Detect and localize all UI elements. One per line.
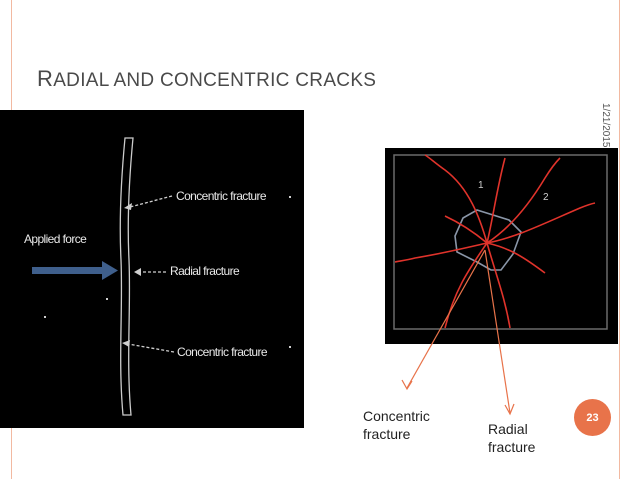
radial-crack: [424, 154, 488, 244]
applied-force-label: Applied force: [24, 232, 87, 246]
radial-caption-line1: Radial: [488, 421, 528, 437]
slide-date: 1/21/2015: [600, 103, 611, 148]
pointer-concentric-top-head: [124, 203, 132, 210]
speck: [106, 298, 108, 300]
radial-caption-line2: fracture: [488, 439, 536, 455]
concentric-caption-line2: fracture: [363, 426, 411, 442]
side-view-diagram: Applied force Concentric fracture Radial…: [0, 110, 304, 428]
radial-fracture-caption: Radial fracture: [488, 420, 535, 456]
force-arrow-shaft: [32, 267, 104, 274]
title-first-letter: R: [37, 66, 54, 91]
region-label-2: 2: [543, 192, 549, 203]
pointer-concentric-top: [129, 195, 173, 208]
side-view-drawing: [0, 110, 304, 428]
diagram-background: [385, 148, 618, 344]
radial-pointer-arrowhead: [504, 403, 515, 416]
radial-fracture-label: Radial fracture: [170, 264, 240, 278]
region-label-1: 1: [478, 180, 484, 191]
concentric-fracture-label-bottom: Concentric fracture: [177, 345, 268, 359]
page-number-badge: 23: [574, 399, 611, 436]
concentric-fracture-label-top: Concentric fracture: [176, 189, 267, 203]
slide-title: RADIAL AND CONCENTRIC CRACKS: [37, 66, 376, 92]
slide-border-right: [619, 0, 620, 479]
glass-pane: [119, 137, 134, 416]
radial-crack: [444, 215, 488, 244]
pointer-radial-head: [134, 268, 141, 276]
radial-crack: [486, 202, 596, 244]
pointer-concentric-bottom-head: [122, 340, 130, 347]
title-rest: ADIAL AND CONCENTRIC CRACKS: [53, 70, 377, 91]
front-view-drawing: [385, 148, 618, 344]
concentric-caption-line1: Concentric: [363, 408, 430, 424]
speck: [289, 196, 291, 198]
front-view-diagram: 1 2: [385, 148, 618, 344]
radial-crack: [486, 157, 561, 244]
pointer-concentric-bottom: [127, 343, 175, 353]
radial-crack: [486, 242, 546, 274]
radial-crack: [486, 157, 506, 244]
force-arrow-head: [102, 261, 118, 280]
speck: [44, 316, 46, 318]
concentric-pointer-arrowhead: [401, 379, 413, 391]
speck: [289, 346, 291, 348]
concentric-fracture-caption: Concentric fracture: [363, 407, 430, 443]
